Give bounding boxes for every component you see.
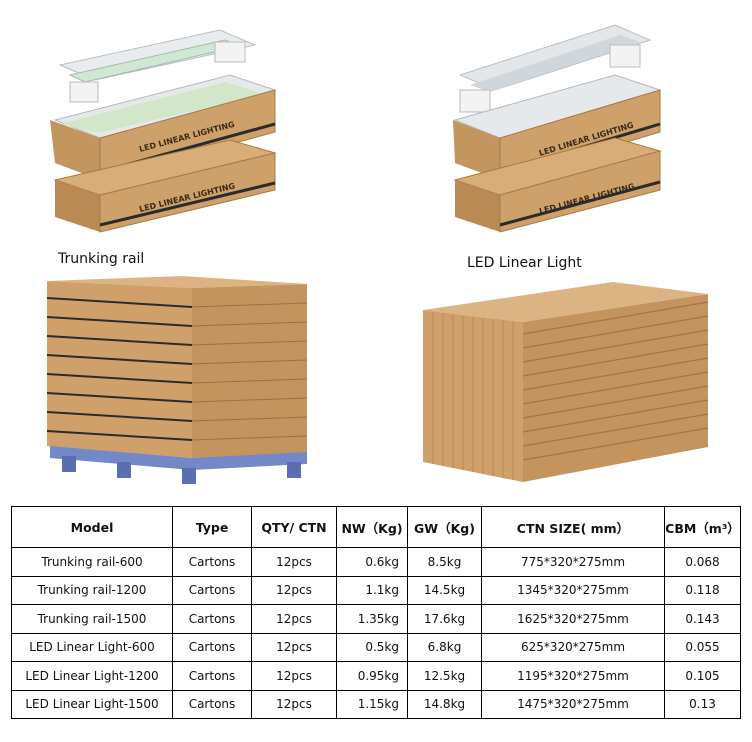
carton-band <box>522 399 709 433</box>
header-gw: GW（Kg) <box>407 506 482 548</box>
table-row: Trunking rail-1200 Cartons 12pcs 1.1kg 1… <box>11 575 741 605</box>
cell-model: LED Linear Light-1500 <box>11 689 173 719</box>
carton-band <box>191 340 308 346</box>
cell-ctn-size: 775*320*275mm <box>481 547 665 577</box>
table-row: LED Linear Light-600 Cartons 12pcs 0.5kg… <box>11 632 741 662</box>
cell-type: Cartons <box>172 575 252 605</box>
cell-qty: 12pcs <box>251 632 337 662</box>
trunking-rail-caption: Trunking rail <box>58 251 145 267</box>
cell-nw: 0.95kg <box>336 661 408 691</box>
cell-type: Cartons <box>172 547 252 577</box>
cell-model: Trunking rail-1500 <box>11 604 173 634</box>
table-header-row: Model Type QTY/ CTN NW（Kg) GW（Kg) CTN SI… <box>11 506 741 548</box>
carton-band <box>191 321 308 327</box>
cell-cbm: 0.118 <box>664 575 741 605</box>
cell-gw: 14.5kg <box>407 575 482 605</box>
carton-band <box>46 373 193 384</box>
carton-band <box>522 385 709 419</box>
led-linear-light-package-image: LED LINEAR LIGHTING LED LINEAR LIGHTING <box>453 24 662 233</box>
carton-band <box>522 301 709 335</box>
carton-band <box>522 413 709 447</box>
carton-band <box>522 315 709 349</box>
container-load-image <box>423 282 709 482</box>
cell-type: Cartons <box>172 689 252 719</box>
carton-band <box>46 354 193 365</box>
carton-band <box>191 359 308 365</box>
carton-band <box>191 378 308 384</box>
cell-model: LED Linear Light-600 <box>11 632 173 662</box>
carton-band <box>46 411 193 422</box>
cell-ctn-size: 1625*320*275mm <box>481 604 665 634</box>
pallet-carton-rows <box>46 297 308 441</box>
carton-band <box>522 371 709 405</box>
header-qty: QTY/ CTN <box>251 506 337 548</box>
cell-nw: 1.15kg <box>336 689 408 719</box>
carton-band <box>46 316 193 327</box>
cell-type: Cartons <box>172 604 252 634</box>
header-ctn-size: CTN SIZE( mm） <box>481 506 665 548</box>
cell-nw: 0.5kg <box>336 632 408 662</box>
cell-model: Trunking rail-1200 <box>11 575 173 605</box>
carton-band <box>522 343 709 377</box>
packing-spec-table: Model Type QTY/ CTN NW（Kg) GW（Kg) CTN SI… <box>11 506 741 719</box>
cell-nw: 1.1kg <box>336 575 408 605</box>
cell-type: Cartons <box>172 661 252 691</box>
carton-band <box>46 335 193 346</box>
header-type: Type <box>172 506 252 548</box>
header-nw: NW（Kg) <box>336 506 408 548</box>
carton-band <box>191 416 308 422</box>
table-row: LED Linear Light-1500 Cartons 12pcs 1.15… <box>11 689 741 719</box>
carton-band <box>191 397 308 403</box>
cell-nw: 0.6kg <box>336 547 408 577</box>
carton-band <box>522 357 709 391</box>
cell-gw: 14.8kg <box>407 689 482 719</box>
carton-band <box>522 329 709 363</box>
led-linear-light-caption: LED Linear Light <box>467 255 582 271</box>
table-row: LED Linear Light-1200 Cartons 12pcs 0.95… <box>11 661 741 691</box>
cell-cbm: 0.068 <box>664 547 741 577</box>
cell-cbm: 0.143 <box>664 604 741 634</box>
trunking-rail-package-image: LED LINEAR LIGHTING LED LINEAR LIGHTING <box>50 29 277 233</box>
carton-band <box>522 427 709 461</box>
cell-ctn-size: 1475*320*275mm <box>481 689 665 719</box>
cell-ctn-size: 1195*320*275mm <box>481 661 665 691</box>
cell-gw: 17.6kg <box>407 604 482 634</box>
cell-qty: 12pcs <box>251 604 337 634</box>
carton-band <box>46 430 193 441</box>
carton-band <box>191 435 308 441</box>
cell-ctn-size: 1345*320*275mm <box>481 575 665 605</box>
header-cbm: CBM（m³） <box>664 506 741 548</box>
table-row: Trunking rail-600 Cartons 12pcs 0.6kg 8.… <box>11 547 741 577</box>
pallet-stack-image <box>46 276 308 484</box>
carton-band <box>46 392 193 403</box>
cell-cbm: 0.13 <box>664 689 741 719</box>
container-carton-lines <box>432 301 709 480</box>
table-row: Trunking rail-1500 Cartons 12pcs 1.35kg … <box>11 604 741 634</box>
cell-gw: 6.8kg <box>407 632 482 662</box>
header-model: Model <box>11 506 173 548</box>
cell-qty: 12pcs <box>251 547 337 577</box>
cell-model: Trunking rail-600 <box>11 547 173 577</box>
cell-ctn-size: 625*320*275mm <box>481 632 665 662</box>
cell-type: Cartons <box>172 632 252 662</box>
cell-qty: 12pcs <box>251 661 337 691</box>
cell-qty: 12pcs <box>251 689 337 719</box>
cell-model: LED Linear Light-1200 <box>11 661 173 691</box>
carton-band <box>191 302 308 308</box>
cell-nw: 1.35kg <box>336 604 408 634</box>
cell-qty: 12pcs <box>251 575 337 605</box>
carton-band <box>46 297 193 308</box>
cell-cbm: 0.055 <box>664 632 741 662</box>
cell-gw: 12.5kg <box>407 661 482 691</box>
cell-cbm: 0.105 <box>664 661 741 691</box>
cell-gw: 8.5kg <box>407 547 482 577</box>
